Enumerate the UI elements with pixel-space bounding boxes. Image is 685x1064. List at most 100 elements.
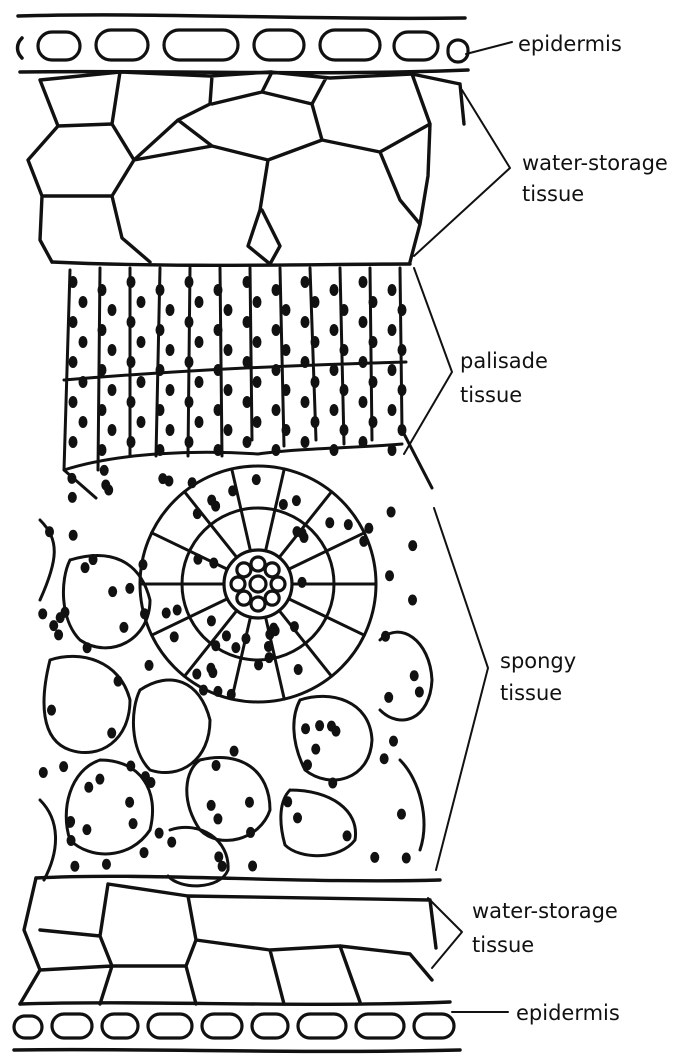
palisade-chloroplast xyxy=(98,324,107,336)
palisade-chloroplast xyxy=(156,444,165,456)
spongy-chloroplast xyxy=(66,817,75,828)
spongy-chloroplast xyxy=(193,554,202,565)
spongy-chloroplast xyxy=(107,728,116,739)
lower-water-storage-tissue xyxy=(20,876,450,1004)
label-water-storage-bottom-1: water-storage xyxy=(472,899,618,923)
spongy-chloroplast xyxy=(294,664,303,675)
spongy-chloroplast xyxy=(173,605,182,616)
palisade-chloroplast xyxy=(369,296,378,308)
label-water-storage-top-1: water-storage xyxy=(522,151,668,175)
palisade-chloroplast xyxy=(79,296,88,308)
palisade-chloroplast xyxy=(398,344,407,356)
spongy-chloroplast xyxy=(95,774,104,785)
palisade-chloroplast xyxy=(301,356,310,368)
palisade-chloroplast xyxy=(398,424,407,436)
spongy-chloroplast xyxy=(397,809,406,820)
spongy-chloroplast xyxy=(68,492,77,503)
palisade-chloroplast xyxy=(108,344,117,356)
spongy-chloroplast xyxy=(209,558,218,569)
palisade-chloroplast xyxy=(388,364,397,376)
spongy-chloroplast xyxy=(265,652,274,663)
palisade-chloroplast xyxy=(359,436,368,448)
spongy-chloroplast xyxy=(83,642,92,653)
spongy-chloroplast xyxy=(384,692,393,703)
palisade-chloroplast xyxy=(214,444,223,456)
spongy-chloroplast xyxy=(125,797,134,808)
palisade-chloroplast xyxy=(79,336,88,348)
spongy-chloroplast xyxy=(141,771,150,782)
palisade-chloroplast xyxy=(301,436,310,448)
palisade-chloroplast xyxy=(69,276,78,288)
spongy-chloroplast xyxy=(213,686,222,697)
palisade-chloroplast xyxy=(398,384,407,396)
palisade-chloroplast xyxy=(214,364,223,376)
palisade-chloroplast xyxy=(301,276,310,288)
spongy-chloroplast xyxy=(101,479,110,490)
palisade-chloroplast xyxy=(224,384,233,396)
spongy-chloroplast xyxy=(389,736,398,747)
label-spongy-1: spongy xyxy=(500,649,576,673)
palisade-chloroplast xyxy=(369,336,378,348)
palisade-chloroplast xyxy=(156,404,165,416)
palisade-chloroplast xyxy=(224,304,233,316)
labels: epidermis water-storage tissue palisade … xyxy=(460,32,668,1025)
palisade-chloroplast xyxy=(398,304,407,316)
palisade-chloroplast xyxy=(185,396,194,408)
palisade-chloroplast xyxy=(108,384,117,396)
spongy-chloroplast xyxy=(315,720,324,731)
spongy-chloroplast xyxy=(370,852,379,863)
label-palisade-2: tissue xyxy=(460,383,522,407)
spongy-chloroplast xyxy=(381,631,390,642)
palisade-chloroplast xyxy=(340,384,349,396)
palisade-chloroplast xyxy=(301,396,310,408)
palisade-chloroplast xyxy=(330,324,339,336)
spongy-chloroplast xyxy=(344,519,353,530)
vascular-ray xyxy=(289,599,365,635)
palisade-chloroplast xyxy=(388,324,397,336)
palisade-chloroplast xyxy=(224,344,233,356)
palisade-chloroplast xyxy=(253,416,262,428)
palisade-chloroplast xyxy=(340,424,349,436)
spongy-chloroplast xyxy=(206,663,215,674)
spongy-chloroplast xyxy=(248,860,257,871)
spongy-chloroplast xyxy=(325,517,334,528)
spongy-chloroplast xyxy=(245,797,254,808)
spongy-chloroplast xyxy=(193,508,202,519)
spongy-chloroplast xyxy=(81,562,90,573)
palisade-chloroplast xyxy=(272,404,281,416)
spongy-chloroplast xyxy=(167,837,176,848)
palisade-chloroplast xyxy=(243,276,252,288)
palisade-chloroplast xyxy=(69,356,78,368)
palisade-chloroplast xyxy=(98,284,107,296)
palisade-chloroplast xyxy=(195,416,204,428)
spongy-chloroplast xyxy=(211,640,220,651)
palisade-chloroplast xyxy=(330,364,339,376)
palisade-chloroplast xyxy=(359,316,368,328)
spongy-chloroplast xyxy=(343,830,352,841)
spongy-chloroplast xyxy=(162,607,171,618)
spongy-chloroplast xyxy=(39,767,48,778)
spongy-chloroplast xyxy=(299,532,308,543)
spongy-chloroplast xyxy=(364,523,373,534)
spongy-chloroplast xyxy=(56,612,65,623)
palisade-chloroplast xyxy=(137,416,146,428)
spongy-chloroplast xyxy=(140,608,149,619)
palisade-chloroplast xyxy=(243,396,252,408)
palisade-chloroplast xyxy=(330,444,339,456)
label-epidermis-top: epidermis xyxy=(518,32,622,56)
palisade-chloroplast xyxy=(253,376,262,388)
spongy-chloroplast xyxy=(188,477,197,488)
spongy-chloroplast xyxy=(69,530,78,541)
palisade-chloroplast xyxy=(98,444,107,456)
spongy-chloroplast xyxy=(311,744,320,755)
palisade-chloroplast xyxy=(311,336,320,348)
spongy-chloroplast xyxy=(67,473,76,484)
xylem-center-cell xyxy=(250,576,266,592)
palisade-chloroplast xyxy=(282,304,291,316)
palisade-chloroplast xyxy=(340,304,349,316)
palisade-chloroplast xyxy=(359,276,368,288)
spongy-chloroplast xyxy=(292,495,301,506)
palisade-chloroplast xyxy=(166,344,175,356)
top-epidermis-layer xyxy=(18,15,469,73)
spongy-chloroplast xyxy=(89,554,98,565)
